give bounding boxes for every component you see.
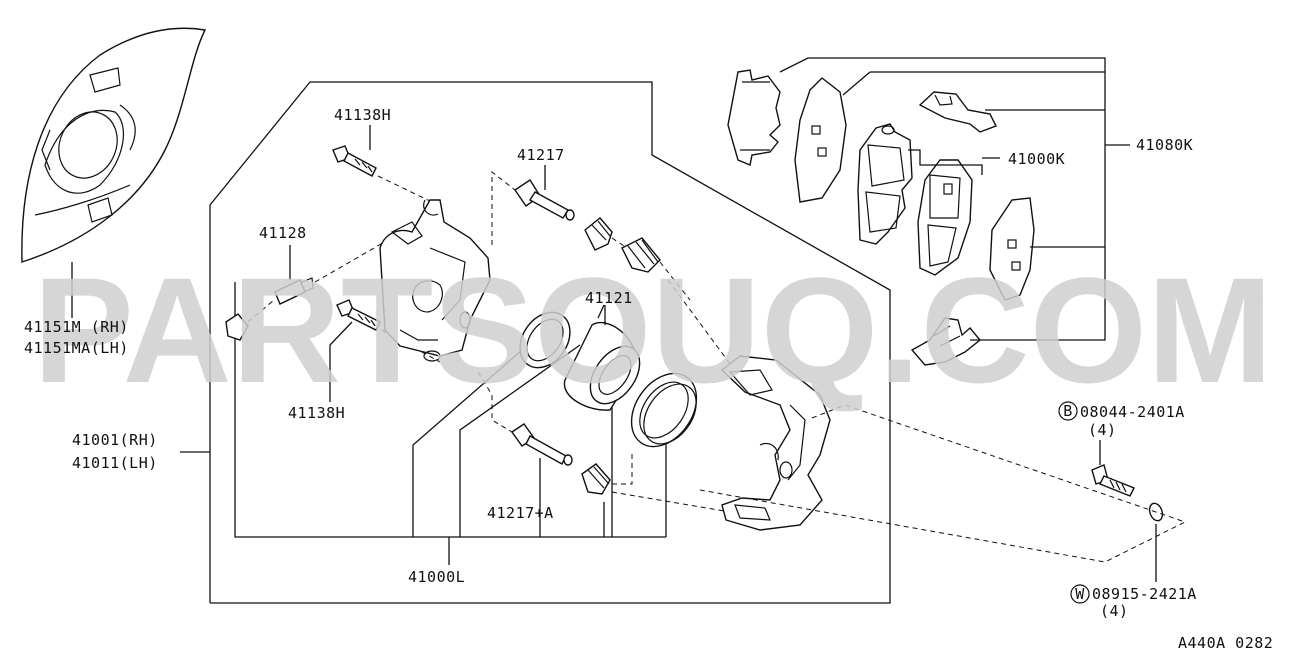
caliper-subframe (234, 282, 667, 565)
caliper-body-part (379, 199, 491, 362)
label-bolt-code: 08044-2401A (1080, 403, 1185, 421)
label-41011-lh: 41011(LH) (72, 454, 158, 472)
label-41151m-rh: 41151M (RH) (24, 318, 129, 336)
pad-shim-outer (727, 69, 781, 166)
label-41217a: 41217+A (487, 504, 554, 522)
bolt-callout: B 08044-2401A (4) (1058, 401, 1185, 439)
label-41080k: 41080K (1136, 136, 1193, 154)
label-41000k: 41000K (1008, 150, 1065, 168)
washer-part (1148, 502, 1164, 582)
label-41217: 41217 (517, 146, 565, 164)
figure-code: A440A 0282 (1178, 634, 1273, 652)
pad-kit-bracket (779, 57, 1130, 341)
label-bolt-qty: (4) (1088, 421, 1117, 439)
dust-shield-part (21, 27, 207, 318)
leader-41121 (597, 304, 605, 319)
label-41138h-top: 41138H (334, 106, 391, 124)
bolt-41138h-top (332, 125, 433, 203)
label-41151ma-lh: 41151MA(LH) (24, 339, 129, 357)
torque-member-part (720, 355, 831, 531)
mount-bolt (1091, 440, 1135, 497)
label-41001-rh: 41001(RH) (72, 431, 158, 449)
pad-shim-back (989, 197, 1035, 301)
pad-clip-top (918, 91, 997, 133)
assembly-frame (180, 81, 891, 604)
bolt-guide-line (699, 404, 1187, 563)
bolt-41138h-bottom (329, 299, 441, 402)
label-41000l: 41000L (408, 568, 465, 586)
label-41121: 41121 (585, 289, 633, 307)
seal-41121-ring (519, 311, 571, 369)
label-41138h-bottom: 41138H (288, 404, 345, 422)
boot-lower (581, 450, 731, 513)
pad-shim-mid (794, 77, 847, 203)
washer-callout: W 08915-2421A (4) (1070, 584, 1197, 620)
label-washer-code: 08915-2421A (1092, 585, 1197, 603)
brake-pad-outer (917, 159, 973, 276)
boot-ring-part (630, 372, 698, 448)
watermark-text: PARTSOUQ.COM (33, 246, 1273, 414)
pin-41217 (491, 165, 575, 245)
pad-clip-bottom (910, 317, 981, 366)
washer-marker: W (1075, 585, 1085, 603)
piston-part (563, 305, 641, 411)
label-41128: 41128 (259, 224, 307, 242)
pin-41217a (477, 371, 573, 500)
bleeder-41128 (225, 239, 389, 341)
label-washer-qty: (4) (1100, 602, 1129, 620)
brake-pad-inner (857, 123, 913, 245)
bolt-marker: B (1063, 402, 1073, 420)
